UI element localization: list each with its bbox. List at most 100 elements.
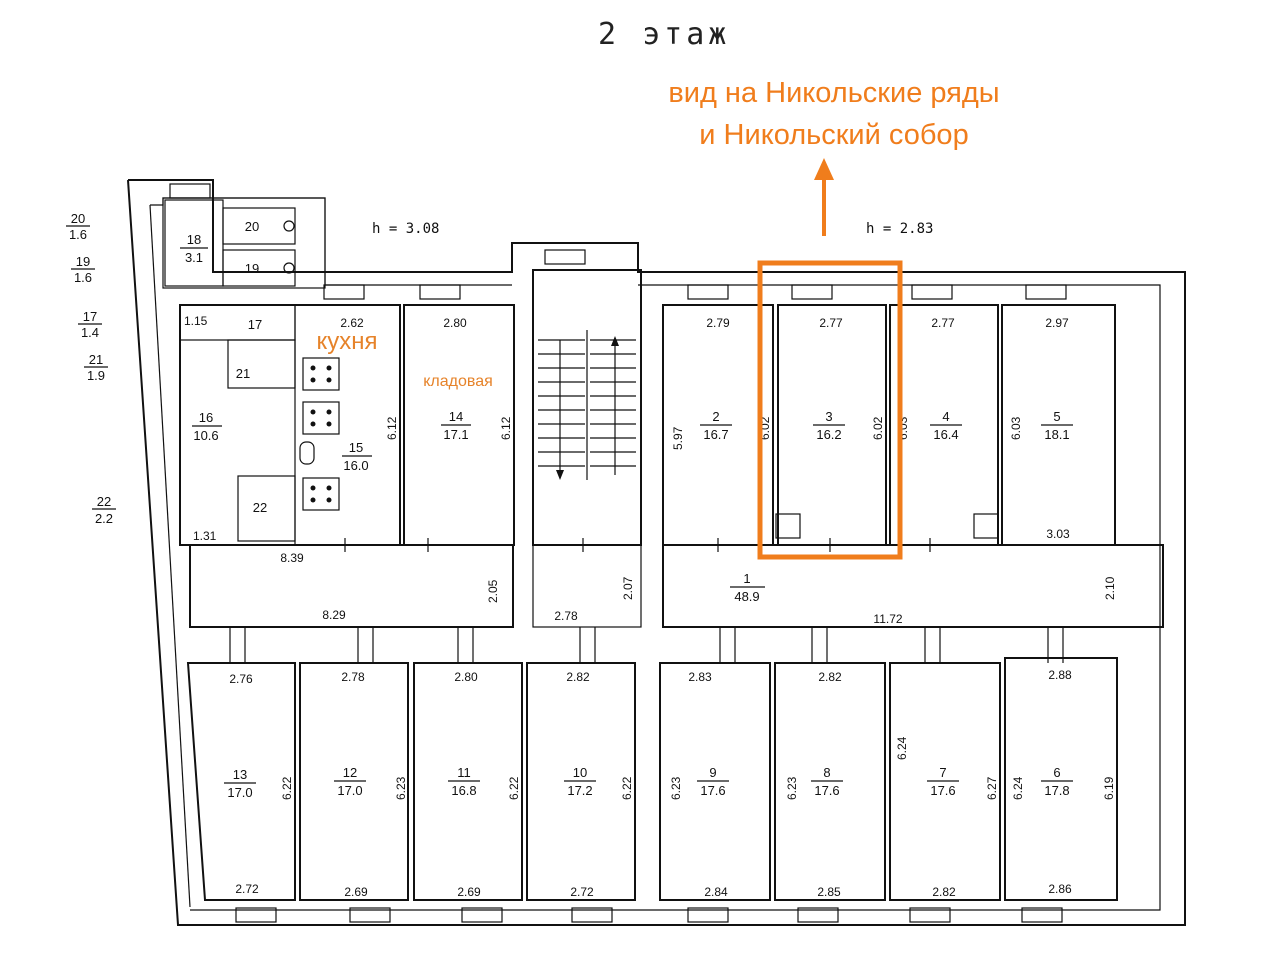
room-4-area: 16.4: [933, 427, 958, 442]
room-17-number: 17: [248, 317, 262, 332]
dim-2-80b: 2.80: [454, 670, 478, 684]
corridor-left: [189, 544, 514, 628]
room-13-number: 13: [233, 767, 247, 782]
lower-rooms: [186, 657, 1118, 901]
view-note-line2: и Никольский собор: [699, 119, 968, 151]
room-8-area: 17.6: [814, 783, 839, 798]
dim-2-72b: 2.72: [570, 885, 594, 899]
room-9-area: 17.6: [700, 783, 725, 798]
dim-11-72: 11.72: [873, 612, 902, 626]
room-3-area: 16.2: [816, 427, 841, 442]
dim-2-85: 2.85: [817, 885, 841, 899]
dim-6-12b: 6.12: [499, 416, 513, 440]
dim-2-80a: 2.80: [443, 316, 467, 330]
legend-20-id: 20: [71, 211, 85, 226]
room-18-area: 3.1: [185, 250, 203, 265]
dim-6-22c: 6.22: [620, 776, 634, 800]
upper-right-rooms: [662, 304, 1116, 546]
room-3-highlight: [757, 260, 903, 560]
legend-21-area: 1.9: [87, 368, 105, 383]
view-note-line1: вид на Никольские ряды: [668, 77, 999, 109]
room-13-area: 17.0: [227, 785, 252, 800]
dim-6-23b: 6.23: [669, 776, 683, 800]
room-7-area: 17.6: [930, 783, 955, 798]
room-1-number: 1: [743, 571, 750, 586]
dim-8-29: 8.29: [322, 608, 346, 622]
legend-19-area: 1.6: [74, 270, 92, 285]
room-12-area: 17.0: [337, 783, 362, 798]
dim-6-24a: 6.24: [895, 736, 909, 760]
room-14-area: 17.1: [443, 427, 468, 442]
dim-6-23c: 6.23: [785, 776, 799, 800]
kitchen-label: кухня: [316, 328, 377, 355]
dim-2-72a: 2.72: [235, 882, 259, 896]
room-10-number: 10: [573, 765, 587, 780]
dim-2-82a: 2.82: [566, 670, 590, 684]
dim-6-12a: 6.12: [385, 416, 399, 440]
dim-2-62: 2.62: [340, 316, 364, 330]
dim-2-07: 2.07: [621, 576, 635, 600]
room-2-number: 2: [712, 409, 719, 424]
room-9-number: 9: [709, 765, 716, 780]
dim-2-79: 2.79: [706, 316, 730, 330]
dim-3-03: 3.03: [1046, 527, 1070, 541]
dim-2-77b: 2.77: [931, 316, 955, 330]
dim-2-69b: 2.69: [457, 885, 481, 899]
room-6-area: 17.8: [1044, 783, 1069, 798]
legend-17-area: 1.4: [81, 325, 99, 340]
area-legend: 20 1.6 19 1.6 17 1.4 21 1.9 22 2.2: [66, 211, 116, 526]
height-left: h = 3.08: [372, 221, 439, 237]
dim-1-31: 1.31: [193, 529, 217, 543]
dim-2-84: 2.84: [704, 885, 728, 899]
room-12-number: 12: [343, 765, 357, 780]
dim-1-15: 1.15: [184, 314, 208, 328]
room-11-number: 11: [457, 765, 471, 780]
legend-19-id: 19: [76, 254, 90, 269]
room-1-area: 48.9: [734, 589, 759, 604]
room-7-number: 7: [939, 765, 946, 780]
room-8-number: 8: [823, 765, 830, 780]
dim-2-88: 2.88: [1048, 668, 1072, 682]
room-4-number: 4: [942, 409, 949, 424]
legend-21-id: 21: [89, 352, 103, 367]
windows-bottom: [235, 907, 1063, 923]
dim-2-76: 2.76: [229, 672, 253, 686]
room-5-area: 18.1: [1044, 427, 1069, 442]
dim-2-97: 2.97: [1045, 316, 1069, 330]
dim-2-05: 2.05: [486, 579, 500, 603]
dim-6-03b: 6.03: [1009, 416, 1023, 440]
room-5-number: 5: [1053, 409, 1060, 424]
dim-6-27: 6.27: [985, 776, 999, 800]
dim-2-82c: 2.82: [932, 885, 956, 899]
room-16-area: 10.6: [193, 428, 218, 443]
height-right: h = 2.83: [866, 221, 933, 237]
room-21-number: 21: [236, 366, 250, 381]
dim-6-23a: 6.23: [394, 776, 408, 800]
legend-22-id: 22: [97, 494, 111, 509]
dim-2-78a: 2.78: [554, 609, 578, 623]
room-19-number: 19: [245, 261, 259, 276]
legend-17-id: 17: [83, 309, 97, 324]
room-6-number: 6: [1053, 765, 1060, 780]
storage-label: кладовая: [423, 373, 493, 390]
dim-8-39: 8.39: [280, 551, 304, 565]
room-14-number: 14: [449, 409, 463, 424]
room-2-area: 16.7: [703, 427, 728, 442]
dim-2-82b: 2.82: [818, 670, 842, 684]
dim-2-83: 2.83: [688, 670, 712, 684]
room-11-area: 16.8: [451, 783, 476, 798]
room-15-area: 16.0: [343, 458, 368, 473]
dim-2-77a: 2.77: [819, 316, 843, 330]
dim-2-86: 2.86: [1048, 882, 1072, 896]
dim-5-97: 5.97: [671, 426, 685, 450]
room-3-number: 3: [825, 409, 832, 424]
room-20-number: 20: [245, 219, 259, 234]
dim-6-02b: 6.02: [871, 416, 885, 440]
room-22-number: 22: [253, 500, 267, 515]
view-arrow-icon: [814, 158, 834, 236]
room-15-number: 15: [349, 440, 363, 455]
legend-20-area: 1.6: [69, 227, 87, 242]
dim-6-22b: 6.22: [507, 776, 521, 800]
dim-6-19: 6.19: [1102, 776, 1116, 800]
